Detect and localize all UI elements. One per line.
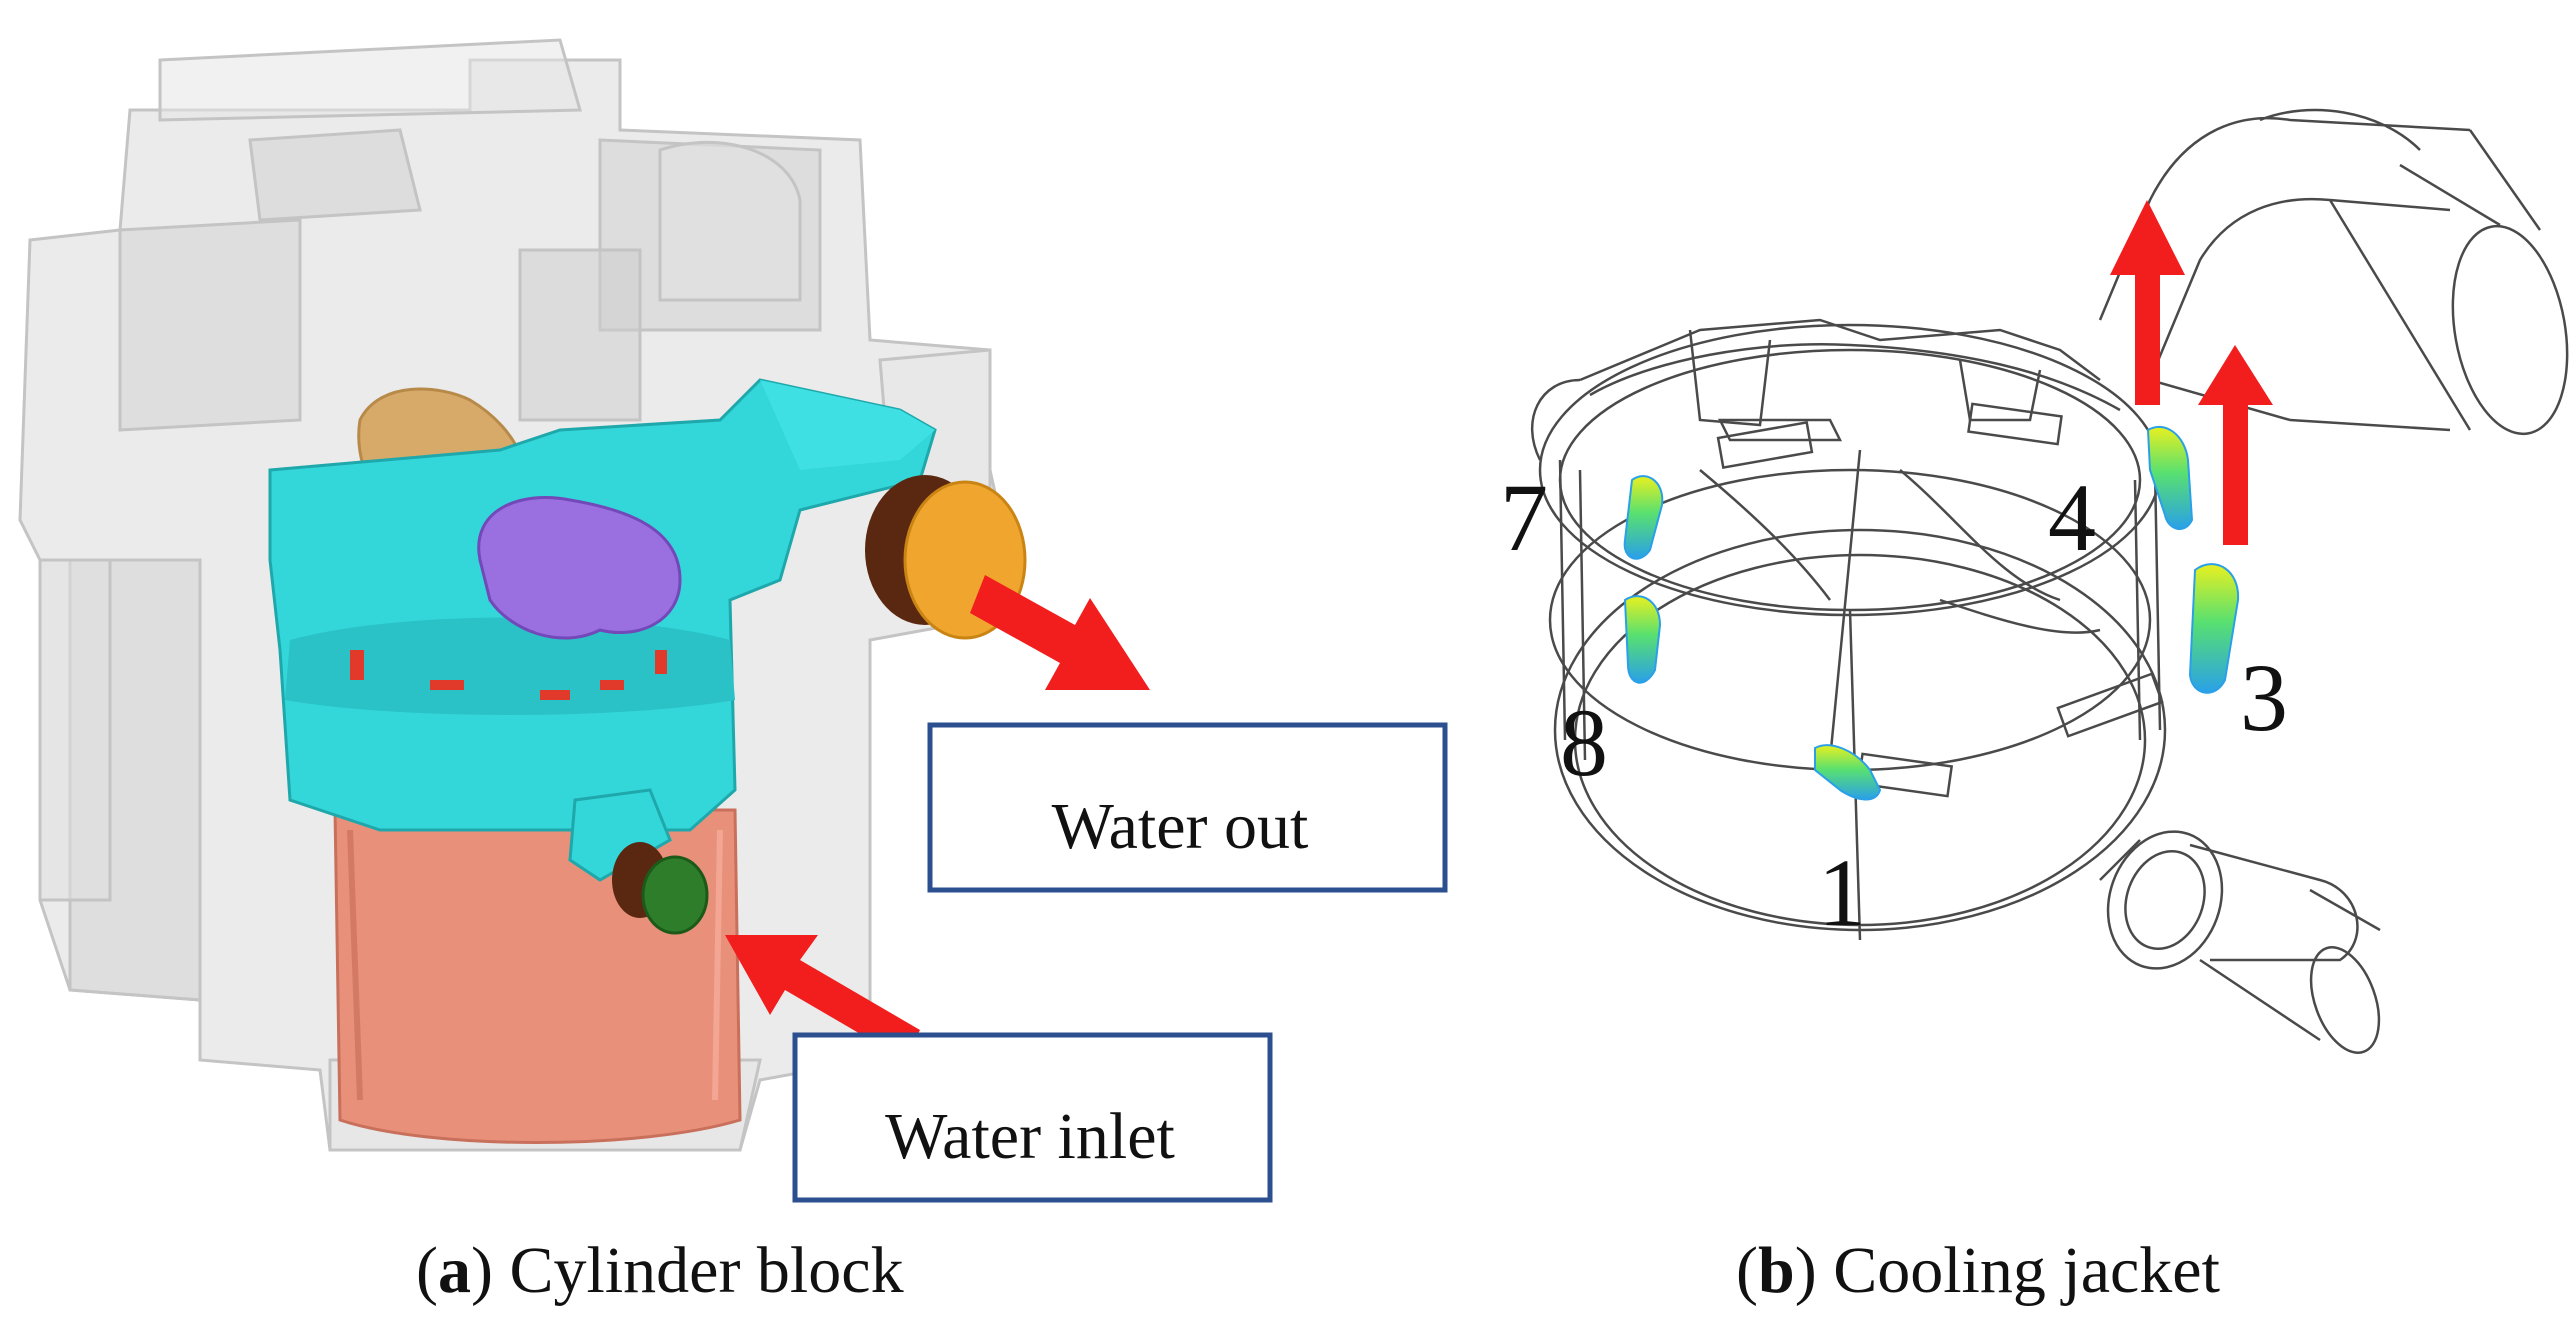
hotspot-7 <box>1623 475 1664 560</box>
hotspot-8 <box>1623 595 1662 684</box>
jacket-wireframe <box>1530 108 2569 1054</box>
flow-arrow-left <box>2110 200 2185 405</box>
flow-arrow-right <box>2198 345 2273 545</box>
inlet-arrow <box>725 935 920 1060</box>
marker-4: 4 <box>2048 464 2096 571</box>
hotspot-3 <box>2188 563 2240 694</box>
hotspot-4 <box>2146 425 2194 530</box>
panel-b-cooling-jacket: 7 8 1 4 3 (b) Cooling jacket <box>1500 108 2569 1307</box>
water-inlet-label-box: Water inlet <box>792 1032 1273 1203</box>
marker-7: 7 <box>1500 464 1548 571</box>
panel-a-caption: (a) Cylinder block <box>416 1234 904 1307</box>
hotspots <box>1623 425 2240 801</box>
jacket-slots <box>350 650 667 700</box>
water-inlet-pipe <box>612 842 709 935</box>
water-out-label-box: Water out <box>927 722 1448 893</box>
hotspot-1 <box>1814 744 1882 801</box>
outlet-arrow <box>970 575 1150 690</box>
panel-b-title: Cooling jacket <box>1817 1234 2220 1307</box>
panel-b-caption: (b) Cooling jacket <box>1736 1234 2220 1307</box>
water-out-label: Water out <box>1052 790 1309 863</box>
flow-arrows-up <box>2110 200 2273 545</box>
panel-b-letter: b <box>1758 1234 1795 1307</box>
exhaust-port-purple <box>477 496 682 640</box>
panel-a-letter: a <box>438 1234 471 1307</box>
panel-a-title: Cylinder block <box>493 1234 904 1307</box>
marker-3: 3 <box>2240 644 2288 751</box>
water-inlet-label: Water inlet <box>885 1100 1175 1173</box>
marker-1: 1 <box>1818 839 1866 946</box>
panel-a-cylinder-block: Water out Water inlet (a) Cylinder block <box>18 38 1448 1307</box>
marker-8: 8 <box>1560 689 1608 796</box>
